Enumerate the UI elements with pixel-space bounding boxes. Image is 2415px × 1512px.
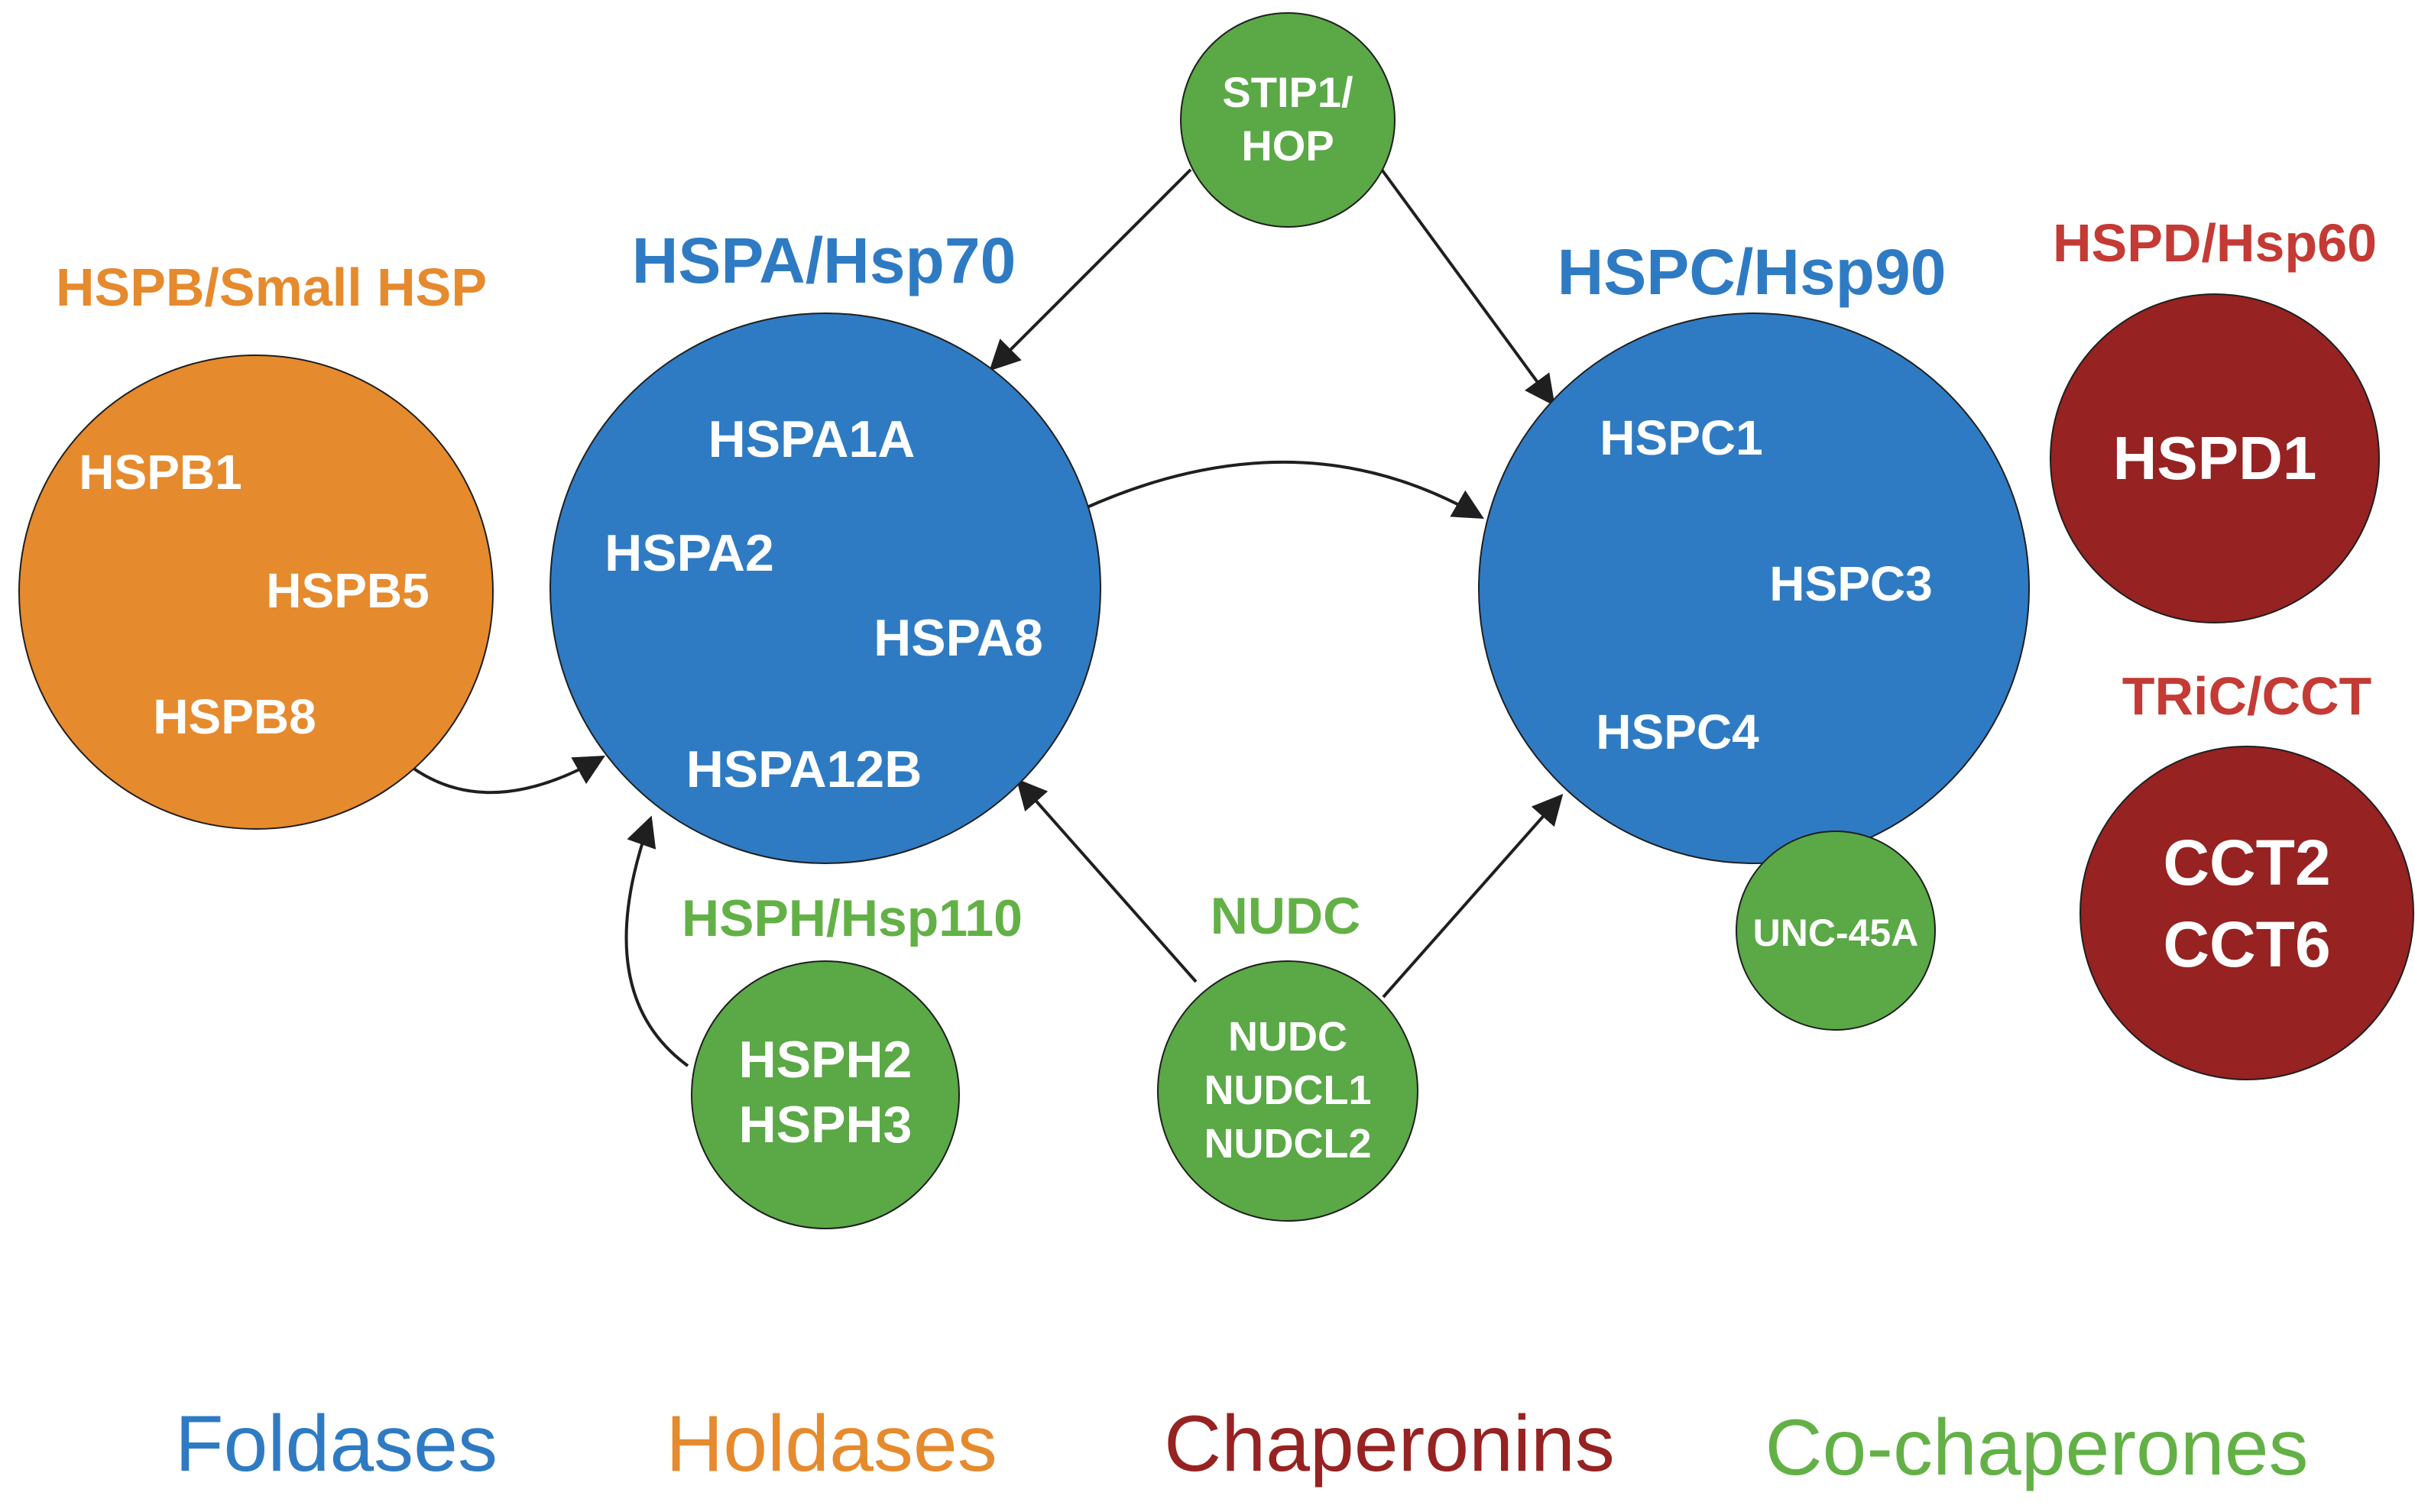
unc45a-circle	[1736, 830, 1936, 1031]
arrow-stip1-to-hspc	[1380, 168, 1555, 406]
hspb-circle	[18, 355, 494, 830]
nudc-circle	[1157, 960, 1418, 1222]
hspc-member-1: HSPC1	[1600, 410, 1762, 465]
unc45a-member-1: UNC-45A	[1753, 911, 1919, 954]
hspc-node: HSPC1 HSPC3 HSPC4	[1478, 312, 2030, 864]
legend-foldases: Foldases	[175, 1400, 498, 1488]
hspa-member-2: HSPA2	[605, 524, 774, 582]
legend: Foldases Holdases Chaperonins Co-chapero…	[175, 1400, 2309, 1492]
arrow-hsph-to-hspa	[624, 815, 689, 1067]
hspa-title: HSPA/Hsp70	[632, 225, 1016, 296]
hspd-member-1: HSPD1	[2113, 424, 2317, 492]
hsph-circle	[691, 960, 960, 1229]
hspc-member-3: HSPC4	[1596, 704, 1759, 759]
hspb-member-2: HSPB5	[266, 563, 429, 618]
nudc-member-1: NUDC	[1228, 1014, 1347, 1060]
hsph-node: HSPH2 HSPH3	[691, 960, 960, 1229]
hspa-node: HSPA1A HSPA2 HSPA8 HSPA12B	[549, 312, 1101, 864]
hsph-title: HSPH/Hsp110	[682, 889, 1023, 947]
tric-title: TRiC/CCT	[2122, 666, 2372, 726]
hspa-member-1: HSPA1A	[708, 410, 916, 468]
legend-cochaperones: Co-chaperones	[1765, 1404, 2308, 1492]
arrow-nudc-to-hspc	[1382, 794, 1564, 999]
hspa-circle	[549, 312, 1101, 864]
stip1-member-1: STIP1/	[1222, 68, 1353, 116]
hspd-title: HSPD/Hsp60	[2053, 213, 2377, 273]
unc45a-node: UNC-45A	[1736, 830, 1936, 1031]
arrow-nudc-to-hspa	[1016, 779, 1198, 983]
hspa-member-4: HSPA12B	[686, 740, 922, 798]
nudc-member-2: NUDCL1	[1204, 1067, 1371, 1113]
stip1-member-2: HOP	[1241, 121, 1334, 170]
hspc-title: HSPC/Hsp90	[1558, 236, 1947, 308]
hsph-member-1: HSPH2	[739, 1031, 913, 1089]
hspb-node: HSPB1 HSPB5 HSPB8	[18, 355, 494, 830]
arrow-hspa-to-hspc	[1084, 461, 1484, 519]
tric-member-2: CCT6	[2163, 908, 2330, 980]
tric-node: CCT2 CCT6	[2079, 746, 2414, 1080]
nudc-title: NUDC	[1211, 887, 1360, 945]
legend-holdases: Holdases	[666, 1400, 997, 1488]
nudc-node: NUDC NUDCL1 NUDCL2	[1157, 960, 1418, 1222]
arrow-hspb-to-hspa	[411, 756, 605, 795]
tric-circle	[2079, 746, 2414, 1080]
hspc-member-2: HSPC3	[1769, 556, 1932, 611]
arrows	[411, 168, 1564, 1067]
hspd-node: HSPD1	[2050, 293, 2380, 623]
arrow-stip1-to-hspa	[989, 168, 1192, 371]
nudc-member-3: NUDCL2	[1204, 1121, 1371, 1167]
hsph-member-2: HSPH3	[739, 1096, 913, 1154]
hspd-circle	[2050, 293, 2380, 623]
hspb-title: HSPB/Small HSP	[56, 257, 487, 317]
stip1-circle	[1180, 12, 1396, 228]
stip1-node: STIP1/ HOP	[1180, 12, 1396, 228]
tric-member-1: CCT2	[2163, 827, 2330, 898]
hspa-member-3: HSPA8	[874, 609, 1043, 667]
hspb-member-1: HSPB1	[79, 445, 242, 500]
legend-chaperonins: Chaperonins	[1164, 1400, 1615, 1488]
hspb-member-3: HSPB8	[153, 689, 316, 744]
hspc-circle	[1478, 312, 2030, 864]
